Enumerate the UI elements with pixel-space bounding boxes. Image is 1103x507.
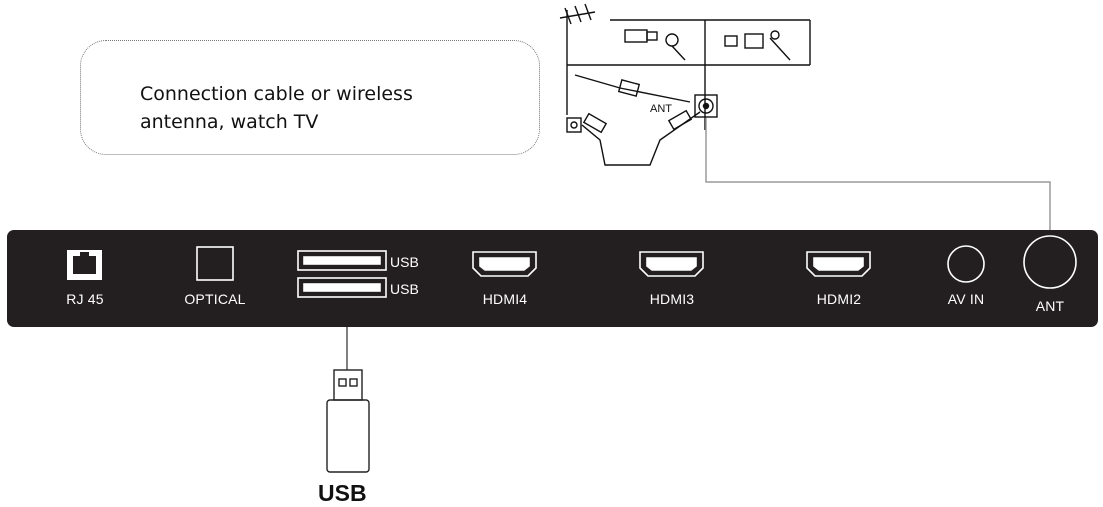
- optical-label: OPTICAL: [184, 291, 246, 307]
- antenna-icon: [559, 3, 596, 115]
- coax-plug-icon-left: [624, 29, 686, 61]
- hdmi3-port-icon: [639, 251, 704, 277]
- callout-line-2: antenna, watch TV: [140, 111, 319, 133]
- hdmi2-port-icon: [806, 251, 871, 277]
- av-in-label: AV IN: [947, 291, 985, 307]
- usb-stick-icon: [326, 369, 370, 473]
- callout-bubble: [80, 40, 540, 155]
- usb-device-label: USB: [318, 480, 367, 506]
- ant-connector-line: [705, 118, 1051, 235]
- tv-back-panel: [7, 230, 1098, 327]
- ant-diagram-label: ANT: [650, 103, 672, 115]
- hdmi4-label: HDMI4: [482, 291, 528, 307]
- callout-text: Connection cable or wireless antenna, wa…: [140, 80, 520, 136]
- hdmi2-label: HDMI2: [816, 291, 862, 307]
- optical-port-icon: [196, 246, 234, 281]
- hdmi3-label: HDMI3: [649, 291, 695, 307]
- callout-line-1: Connection cable or wireless: [140, 83, 413, 105]
- av-in-port-icon: [947, 245, 985, 283]
- rj45-label: RJ 45: [66, 291, 104, 307]
- ant-port-icon: [1023, 235, 1077, 289]
- coax-plug-icon-right: [724, 30, 791, 61]
- usb-top-label: USB: [390, 254, 419, 270]
- usb-bottom-label: USB: [390, 281, 419, 297]
- usb-port-icon-bottom: [297, 277, 387, 298]
- usb-port-icon-top: [297, 250, 387, 271]
- hdmi4-port-icon: [472, 251, 537, 277]
- wall-socket-icon: [566, 117, 582, 133]
- rj45-port-icon: [67, 250, 102, 280]
- ant-label: ANT: [1035, 298, 1065, 314]
